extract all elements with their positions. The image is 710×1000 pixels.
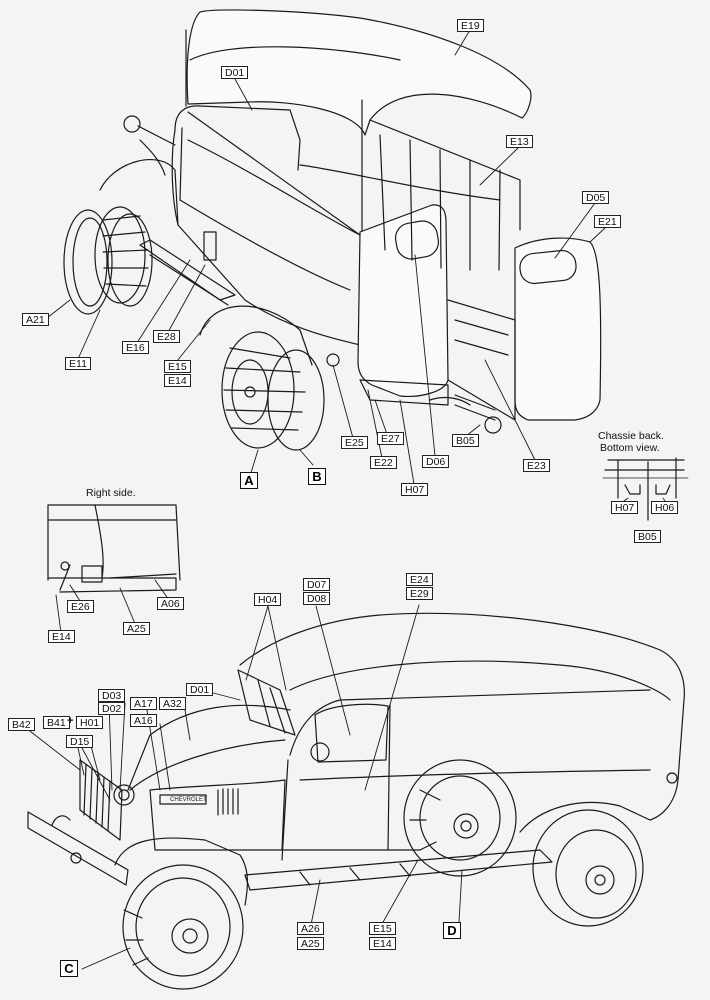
part-label-h01: H01 xyxy=(76,716,104,729)
part-label-b41: B41 xyxy=(43,716,70,729)
part-label-e14-side: E14 xyxy=(48,630,75,643)
part-label-d07: D07 xyxy=(303,578,331,591)
view-marker-c: C xyxy=(60,960,78,977)
part-label-b42: B42 xyxy=(8,718,35,731)
part-label-e27: E27 xyxy=(377,432,404,445)
right-side-detail-drawing xyxy=(47,504,181,593)
part-label-d15: D15 xyxy=(66,735,94,748)
part-label-h07-chassis: H07 xyxy=(611,501,639,514)
part-label-b05-chassis: B05 xyxy=(634,530,661,543)
part-label-d05: D05 xyxy=(582,191,610,204)
part-label-a16: A16 xyxy=(130,714,157,727)
part-label-e22: E22 xyxy=(370,456,397,469)
chassis-caption-line2: Bottom view. xyxy=(600,442,660,454)
part-label-e21: E21 xyxy=(594,215,621,228)
part-label-e23: E23 xyxy=(523,459,550,472)
part-label-a17: A17 xyxy=(130,697,157,710)
part-label-e15: E15 xyxy=(164,360,191,373)
part-label-e19: E19 xyxy=(457,19,484,32)
part-label-e29: E29 xyxy=(406,587,433,600)
part-label-d01-front: D01 xyxy=(186,683,214,696)
part-label-e13: E13 xyxy=(506,135,533,148)
part-label-e15-front: E15 xyxy=(369,922,396,935)
part-label-a25-front: A25 xyxy=(297,937,324,950)
part-label-e25: E25 xyxy=(341,436,368,449)
view-marker-d: D xyxy=(443,922,461,939)
right-side-leaders xyxy=(55,579,170,634)
part-label-e14-front: E14 xyxy=(369,937,396,950)
part-label-e24: E24 xyxy=(406,573,433,586)
part-label-d02: D02 xyxy=(98,702,126,715)
part-label-a26: A26 xyxy=(297,922,324,935)
part-label-h07: H07 xyxy=(401,483,429,496)
bottom-view-truck xyxy=(27,612,685,990)
part-label-a25-side: A25 xyxy=(123,622,150,635)
chassis-caption-line1: Chassie back. xyxy=(598,430,664,442)
part-label-e26: E26 xyxy=(67,600,94,613)
view-marker-b: B xyxy=(308,468,326,485)
part-label-b05: B05 xyxy=(452,434,479,447)
part-label-e16: E16 xyxy=(122,341,149,354)
part-label-d03: D03 xyxy=(98,689,126,702)
part-label-h04: H04 xyxy=(254,593,282,606)
part-label-a21: A21 xyxy=(22,313,49,326)
top-view-leaders xyxy=(46,29,606,485)
grille-badge-text: CHEVROLET xyxy=(170,797,207,803)
chassis-detail-drawing xyxy=(602,457,689,521)
part-label-h06: H06 xyxy=(651,501,679,514)
part-label-e28: E28 xyxy=(153,330,180,343)
part-label-d08: D08 xyxy=(303,592,331,605)
part-label-d01: D01 xyxy=(221,66,249,79)
top-view-truck xyxy=(63,9,602,451)
part-label-d06: D06 xyxy=(422,455,450,468)
part-label-a32: A32 xyxy=(159,697,186,710)
view-marker-a: A xyxy=(240,472,258,489)
part-label-e11: E11 xyxy=(65,357,91,370)
right-side-caption: Right side. xyxy=(86,487,136,499)
plus-sign: + xyxy=(67,715,74,727)
part-label-a06: A06 xyxy=(157,597,184,610)
part-label-e14: E14 xyxy=(164,374,191,387)
